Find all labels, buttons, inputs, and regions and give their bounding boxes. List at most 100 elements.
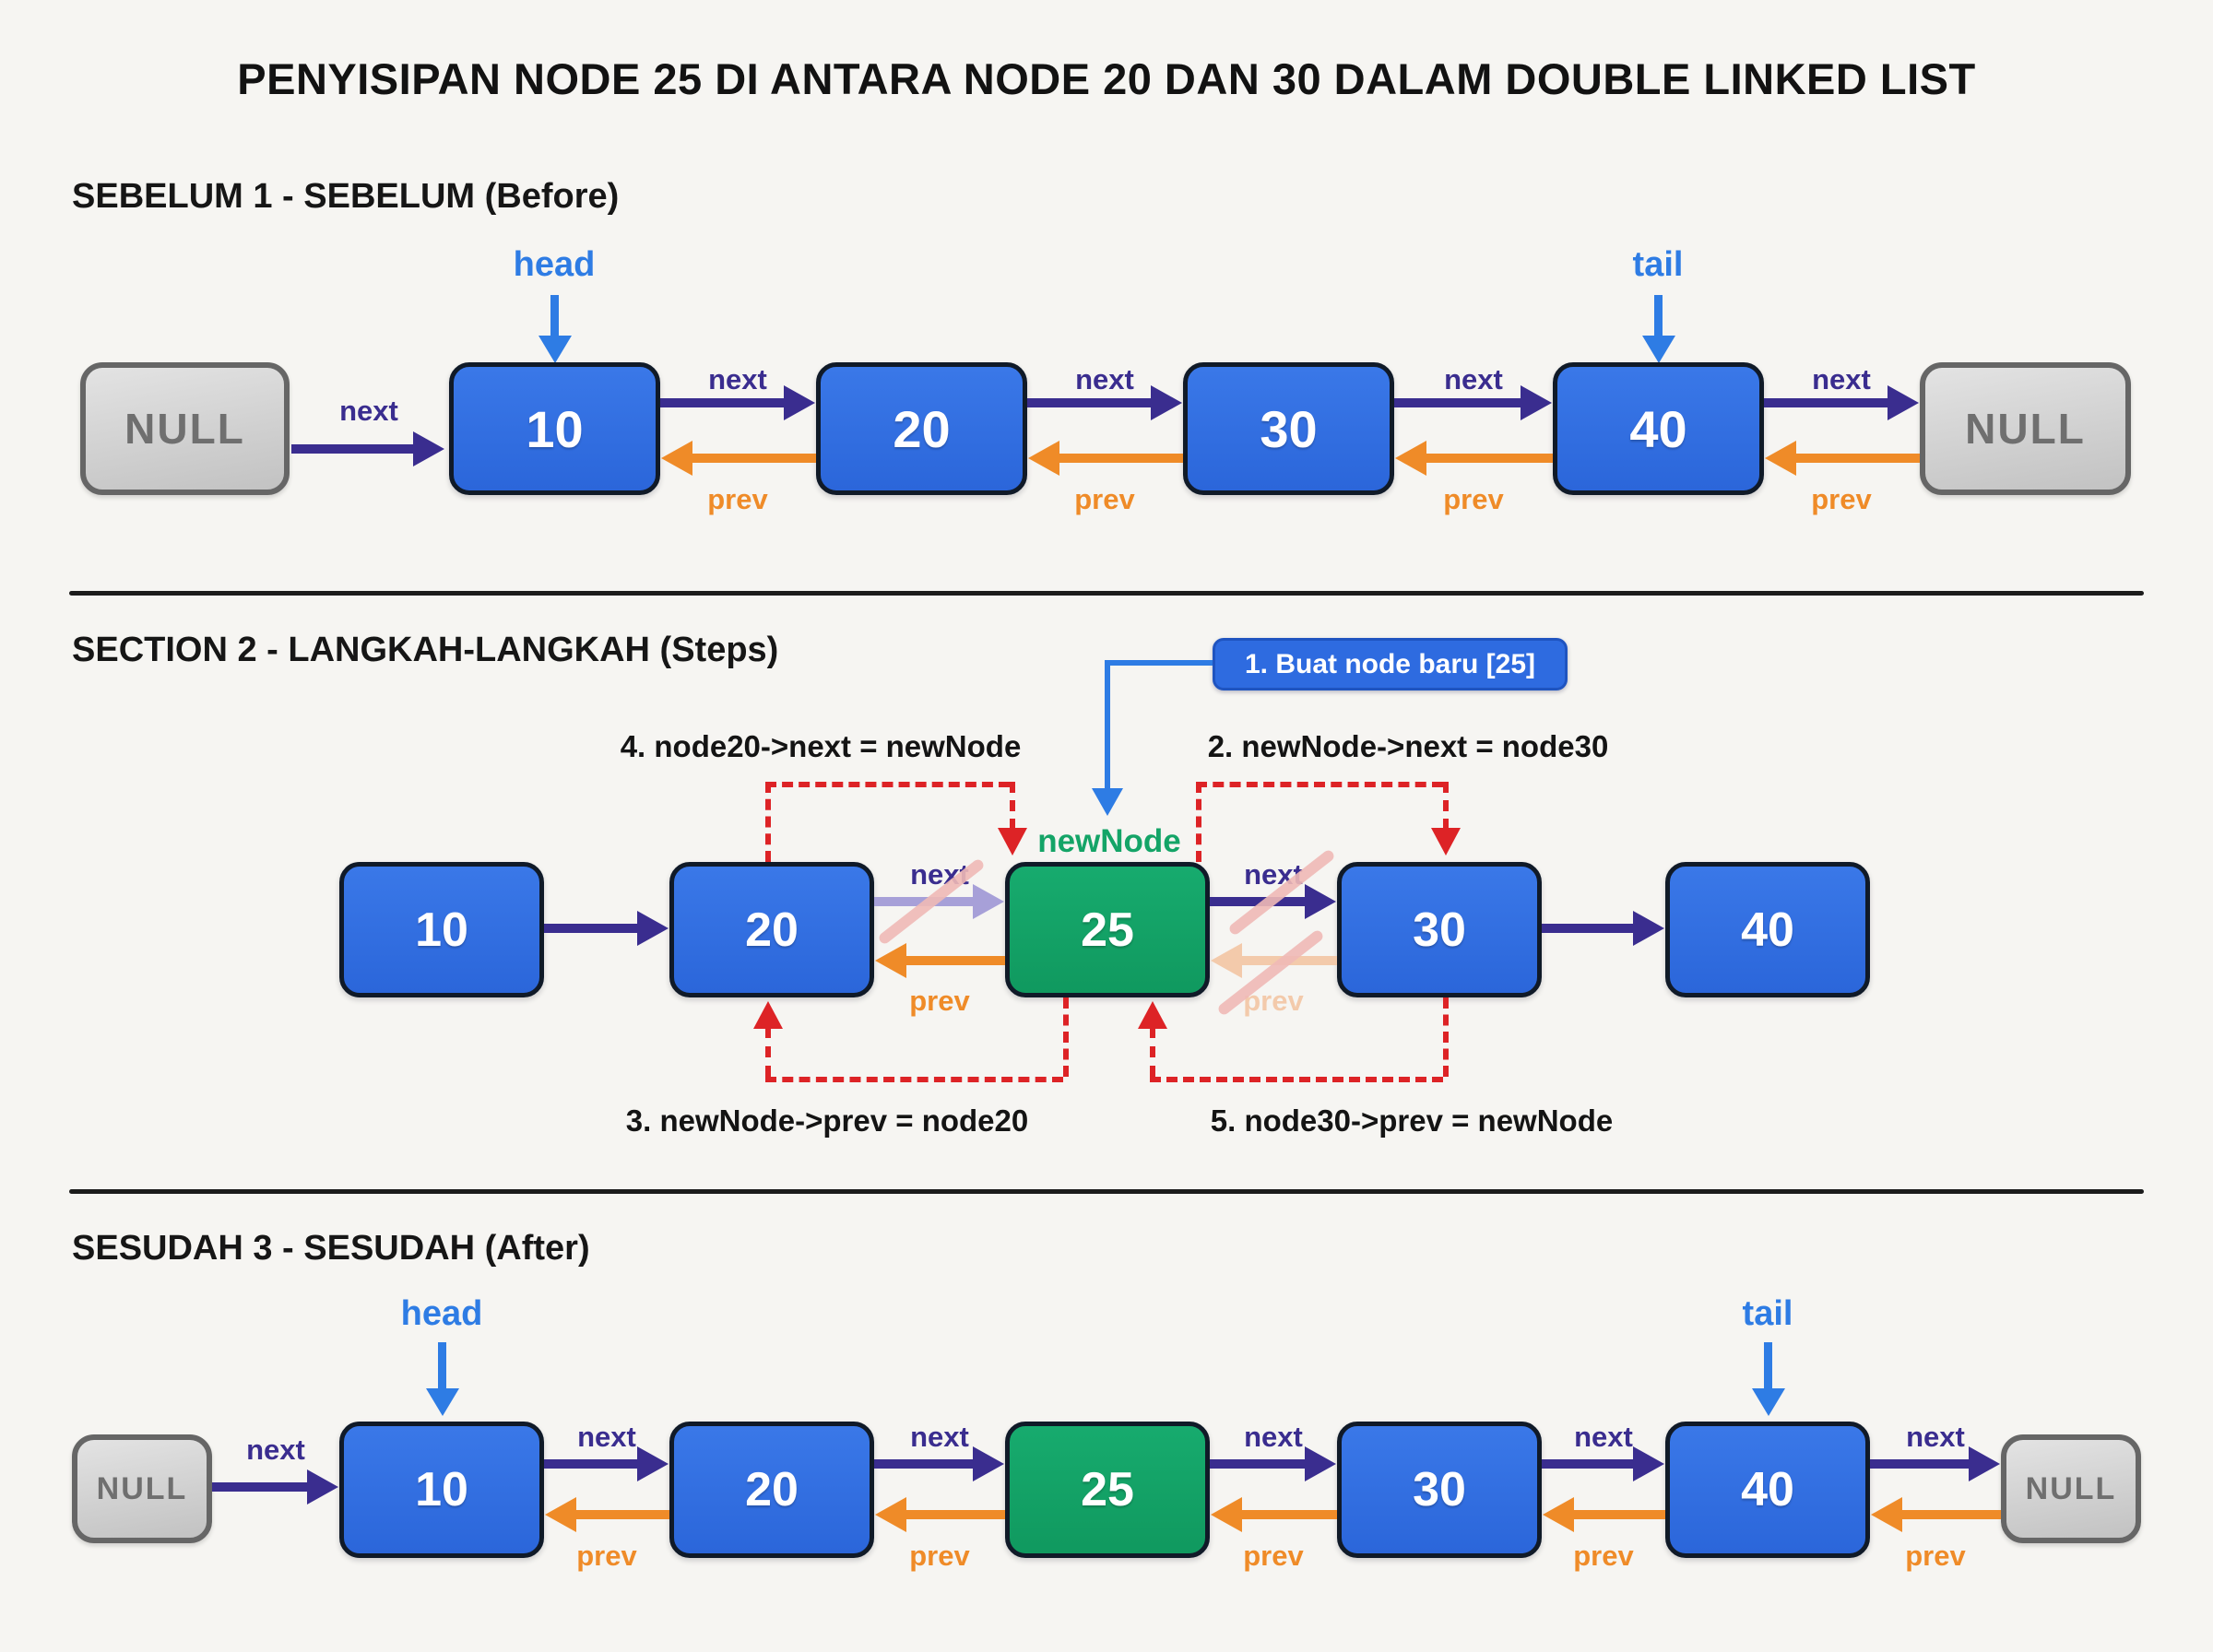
prev-label: prev	[909, 1540, 970, 1572]
step2-path	[1196, 782, 1443, 787]
next-arrow	[291, 444, 414, 454]
list-node: 40	[1553, 362, 1764, 495]
step1-callout: 1. Buat node baru [25]	[1213, 638, 1568, 690]
prev-arrow	[1795, 454, 1920, 463]
prev-arrow	[1573, 1510, 1665, 1519]
next-arrow	[212, 1482, 308, 1492]
prev-arrow	[575, 1510, 669, 1519]
prev-arrow	[1901, 1510, 2001, 1519]
list-node: 20	[669, 1422, 874, 1558]
head-pointer-arrow	[438, 1342, 446, 1390]
tail-pointer-arrow	[1654, 295, 1663, 337]
step3-path	[765, 1027, 771, 1077]
list-node: 30	[1337, 862, 1542, 997]
prev-arrow	[1059, 454, 1183, 463]
prev-arrow	[1426, 454, 1553, 463]
null-node: NULL	[80, 362, 290, 495]
node-value: 20	[893, 399, 951, 458]
next-arrow	[1210, 897, 1306, 906]
node-value: 40	[1741, 903, 1794, 957]
next-label: next	[1244, 1421, 1303, 1453]
step1-connector-horizontal	[1105, 660, 1213, 666]
step4-arrowhead	[998, 828, 1027, 856]
null-label: NULL	[124, 405, 245, 453]
step2-path	[1196, 782, 1201, 862]
node-value: 30	[1413, 903, 1466, 957]
step2-arrowhead	[1431, 828, 1461, 856]
next-label: next	[339, 395, 398, 427]
step4-path	[1010, 782, 1015, 830]
list-node: 30	[1337, 1422, 1542, 1558]
next-arrow	[660, 398, 785, 407]
node-value: 20	[745, 903, 799, 957]
list-node: 40	[1665, 862, 1870, 997]
next-arrow	[1210, 1459, 1306, 1469]
node-value: 25	[1081, 1463, 1134, 1516]
next-label: next	[910, 1421, 969, 1453]
next-label: next	[1444, 363, 1503, 395]
step4-path	[765, 782, 771, 862]
node-value: 30	[1260, 399, 1318, 458]
next-label: next	[246, 1434, 305, 1466]
next-arrow	[544, 924, 638, 933]
tail-pointer-label: tail	[1742, 1294, 1793, 1333]
list-node: 30	[1183, 362, 1394, 495]
prev-label: prev	[576, 1540, 637, 1572]
step4-path	[765, 782, 1010, 787]
node-value: 20	[745, 1463, 799, 1516]
head-pointer-arrow	[550, 295, 559, 337]
prev-label: prev	[1573, 1540, 1634, 1572]
section-divider	[69, 591, 2144, 596]
next-arrow	[1870, 1459, 1970, 1469]
next-label: next	[1906, 1421, 1965, 1453]
prev-label: prev	[1074, 483, 1135, 515]
node-value: 40	[1629, 399, 1687, 458]
new-list-node: 25	[1005, 862, 1210, 997]
head-pointer-label: head	[400, 1294, 483, 1333]
page-title: PENYISIPAN NODE 25 DI ANTARA NODE 20 DAN…	[237, 54, 1976, 103]
prev-label: prev	[909, 985, 970, 1017]
null-label: NULL	[2025, 1470, 2117, 1506]
step3-arrowhead	[753, 1001, 783, 1029]
step1-connector-vertical	[1105, 660, 1110, 788]
prev-label: prev	[1243, 1540, 1304, 1572]
next-label: next	[1574, 1421, 1633, 1453]
list-node: 40	[1665, 1422, 1870, 1558]
next-label: next	[708, 363, 767, 395]
next-arrow	[1394, 398, 1521, 407]
step5-path	[1443, 997, 1449, 1077]
next-arrow	[1542, 1459, 1634, 1469]
new-node-label: newNode	[1037, 823, 1181, 859]
prev-label: prev	[1443, 483, 1504, 515]
prev-arrow	[692, 454, 816, 463]
section-steps-heading: SECTION 2 - LANGKAH-LANGKAH (Steps)	[72, 631, 779, 669]
step5-label: 5. node30->prev = newNode	[1210, 1103, 1614, 1138]
node-value: 10	[415, 903, 468, 957]
prev-label: prev	[707, 483, 768, 515]
list-node: 10	[339, 1422, 544, 1558]
null-label: NULL	[96, 1470, 188, 1506]
section-before-heading: SEBELUM 1 - SEBELUM (Before)	[72, 177, 620, 216]
prev-arrow	[905, 1510, 1005, 1519]
node-value: 25	[1081, 903, 1134, 957]
step2-label: 2. newNode->next = node30	[1207, 729, 1609, 763]
null-node: NULL	[1920, 362, 2131, 495]
new-list-node: 25	[1005, 1422, 1210, 1558]
step1-text: 1. Buat node baru [25]	[1244, 648, 1536, 679]
prev-label: prev	[1905, 1540, 1966, 1572]
prev-label: prev	[1811, 483, 1872, 515]
prev-arrow	[905, 956, 1005, 965]
section-after-heading: SESUDAH 3 - SESUDAH (After)	[72, 1229, 590, 1268]
next-arrow	[1764, 398, 1888, 407]
node-value: 40	[1741, 1463, 1794, 1516]
next-arrow	[874, 1459, 974, 1469]
node-value: 10	[526, 399, 584, 458]
step3-path	[1063, 997, 1069, 1077]
node-value: 30	[1413, 1463, 1466, 1516]
step5-path	[1150, 1027, 1155, 1077]
list-node: 20	[669, 862, 874, 997]
section-divider	[69, 1189, 2144, 1194]
step1-connector-arrowhead	[1092, 788, 1123, 816]
list-node: 10	[449, 362, 660, 495]
